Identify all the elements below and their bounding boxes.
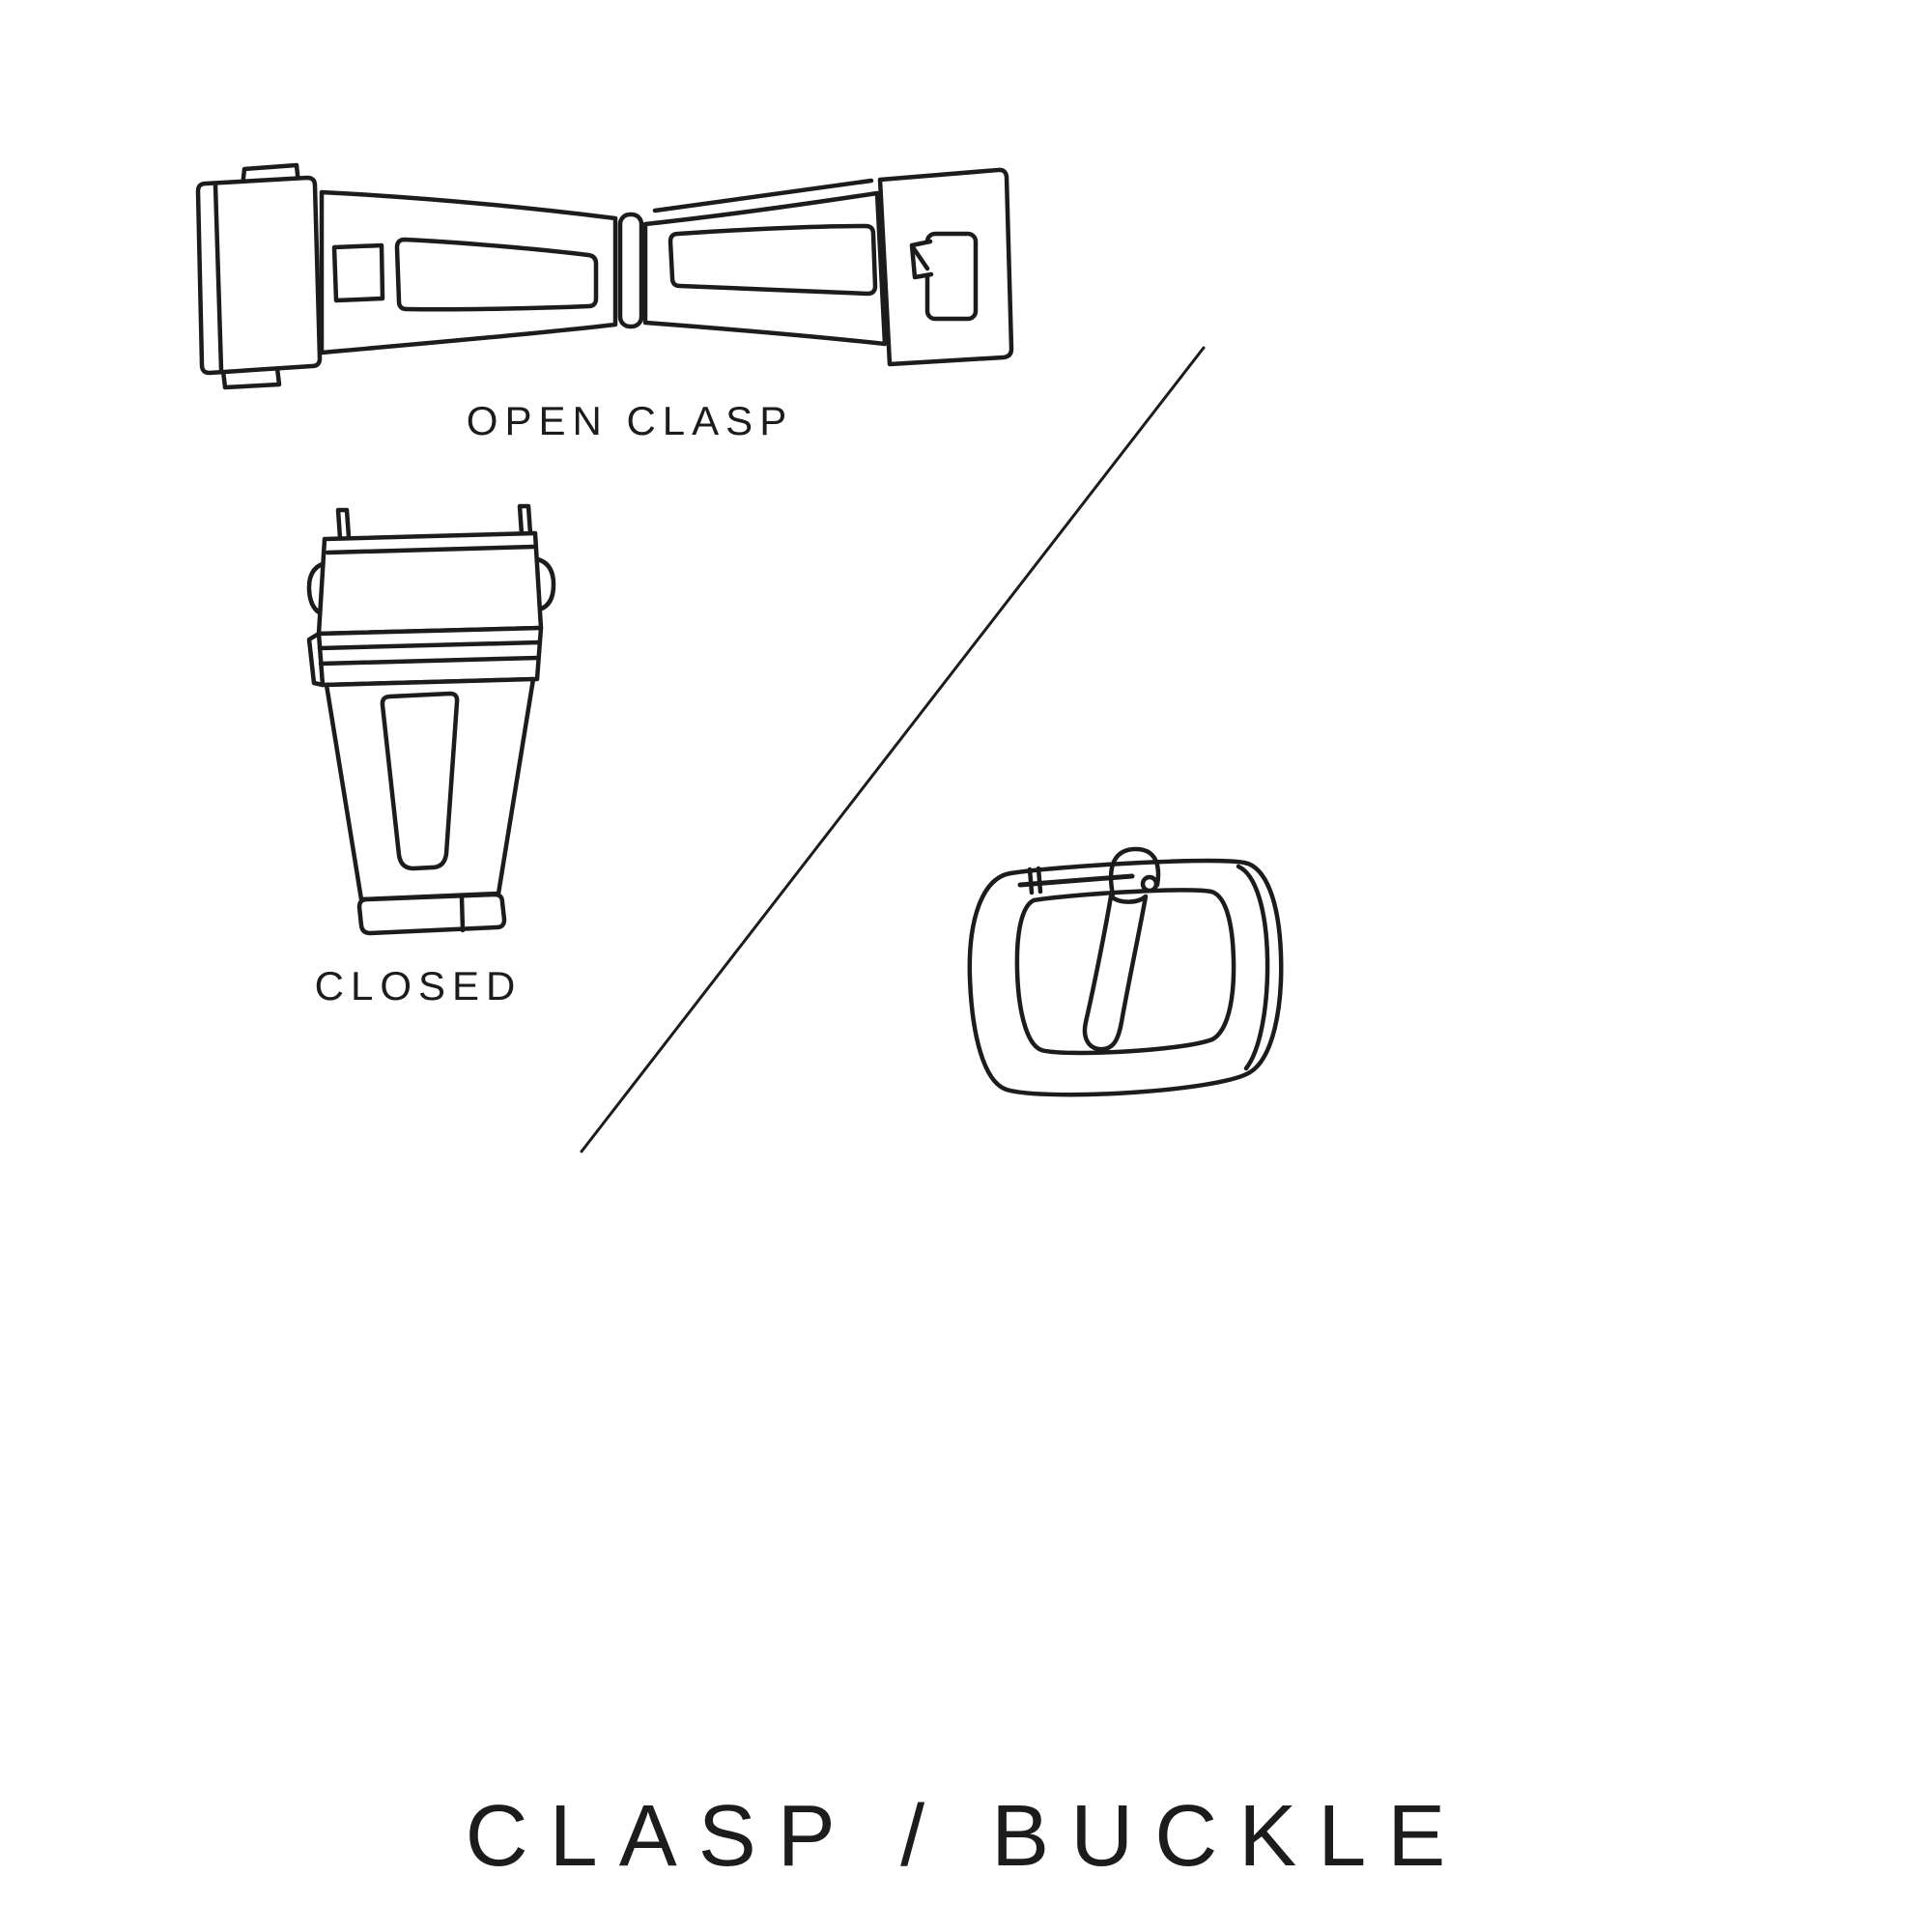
closed-clasp-label: CLOSED xyxy=(314,963,523,1009)
open-clasp-illustration xyxy=(195,162,1014,390)
divider-line xyxy=(580,346,1206,1153)
tang-buckle-illustration xyxy=(967,846,1284,1097)
open-clasp-label: OPEN CLASP xyxy=(466,398,794,443)
closed-clasp-illustration xyxy=(306,503,556,936)
page-title: CLASP / BUCKLE xyxy=(465,1788,1467,1885)
